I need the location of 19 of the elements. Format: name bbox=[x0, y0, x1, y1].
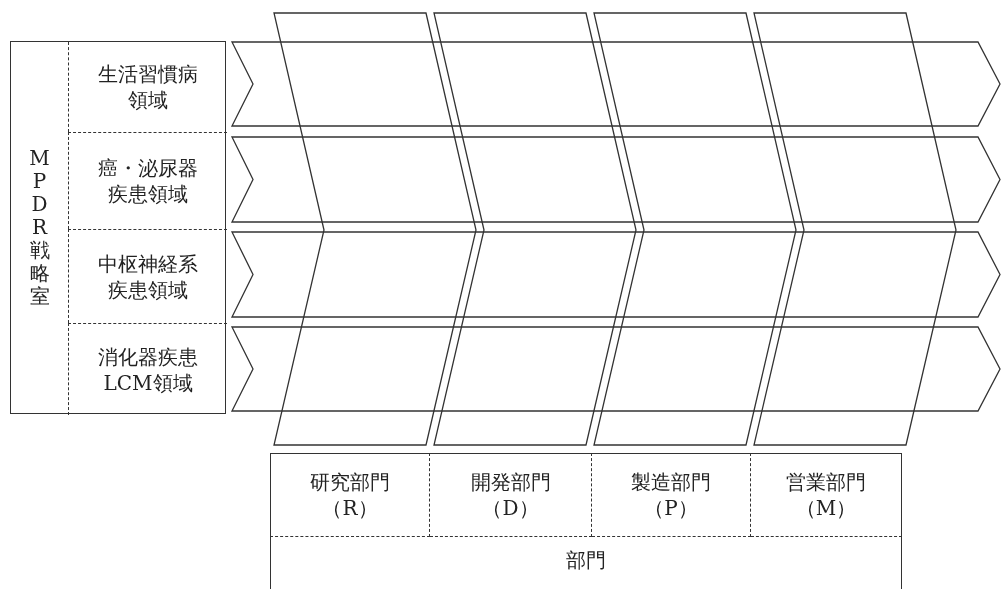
table-cell bbox=[751, 453, 902, 537]
table-cell bbox=[68, 132, 227, 229]
strategy-office-box bbox=[10, 41, 226, 414]
table-cell bbox=[430, 453, 592, 537]
cell-label: 消化器疾患LCM領域 bbox=[97, 343, 199, 396]
table-cell bbox=[68, 323, 227, 415]
cell-label: 癌・泌尿器疾患領域 bbox=[97, 155, 199, 207]
cell-label: 研究部門（R） bbox=[309, 469, 391, 521]
table-cell bbox=[270, 537, 902, 589]
cell-label: 中枢神経系疾患領域 bbox=[97, 250, 199, 303]
cell-label: 部門 bbox=[566, 547, 606, 573]
cell-label: 開発部門（D） bbox=[469, 469, 552, 521]
cell-label: 営業部門（M） bbox=[785, 469, 867, 521]
cell-label: 製造部門（P） bbox=[630, 469, 712, 521]
table-cell bbox=[68, 229, 227, 323]
vertical-label: MPDR戦略室 bbox=[29, 147, 50, 308]
table-cell bbox=[592, 453, 751, 537]
table-cell bbox=[270, 453, 430, 537]
cell-label: 生活習慣病領域 bbox=[97, 61, 199, 113]
